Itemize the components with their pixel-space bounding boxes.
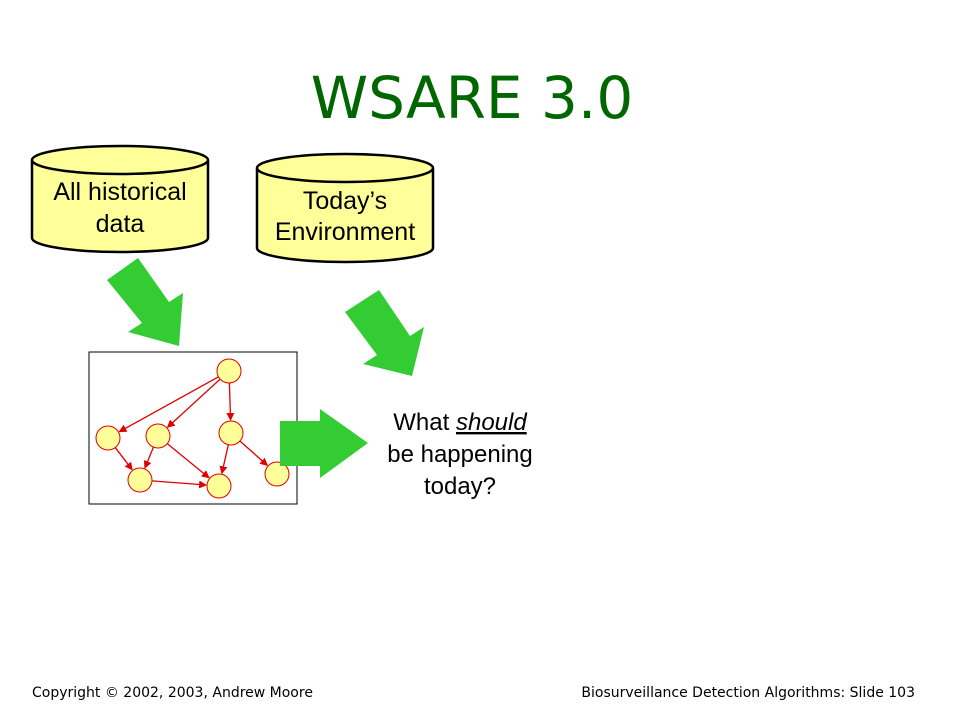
question-line2: be happening [387, 441, 532, 468]
arrow-environment-to-question [345, 290, 424, 376]
bayes-net-edge [118, 376, 219, 433]
bayes-net-node [145, 423, 171, 449]
bayes-net-edge [151, 480, 208, 489]
todays-environment-label-line1: Today’s [303, 187, 387, 215]
bayes-net-edge [166, 443, 210, 479]
footer-slide-label: Biosurveillance Detection Algorithms: Sl… [581, 685, 915, 701]
bayes-net-node [95, 425, 121, 451]
bayes-net-node [216, 358, 242, 384]
todays-environment-label-line2: Environment [275, 218, 415, 246]
bayes-net-node [218, 420, 244, 446]
bayes-net-edges [114, 376, 269, 489]
arrow-data-to-network [107, 258, 183, 346]
historical-data-database: All historical data [30, 144, 210, 254]
bayes-net-edge [166, 378, 221, 428]
question-line1: What should [393, 409, 527, 436]
bayes-net-edge [219, 444, 229, 475]
historical-data-label-line2: data [96, 210, 145, 238]
bayes-net-node [127, 467, 153, 493]
bayes-net-edge [239, 440, 269, 467]
bayes-net-edge [143, 446, 155, 469]
question-text: What should be happening today? [387, 409, 532, 500]
bayes-net-edge [114, 447, 133, 471]
todays-environment-database: Today’s Environment [255, 152, 435, 264]
bayes-net-nodes [95, 358, 290, 499]
slide-title: WSARE 3.0 [311, 64, 634, 132]
bayes-net-box [88, 351, 298, 505]
question-emphasis: should [456, 409, 527, 436]
bayes-net-edge [226, 382, 235, 422]
bayes-net-node [206, 473, 232, 499]
bayes-net-node [264, 461, 290, 487]
arrow-network-to-question [280, 409, 368, 478]
historical-data-label-line1: All historical [53, 178, 186, 206]
question-line3: today? [424, 473, 496, 500]
footer-copyright: Copyright © 2002, 2003, Andrew Moore [32, 685, 313, 701]
